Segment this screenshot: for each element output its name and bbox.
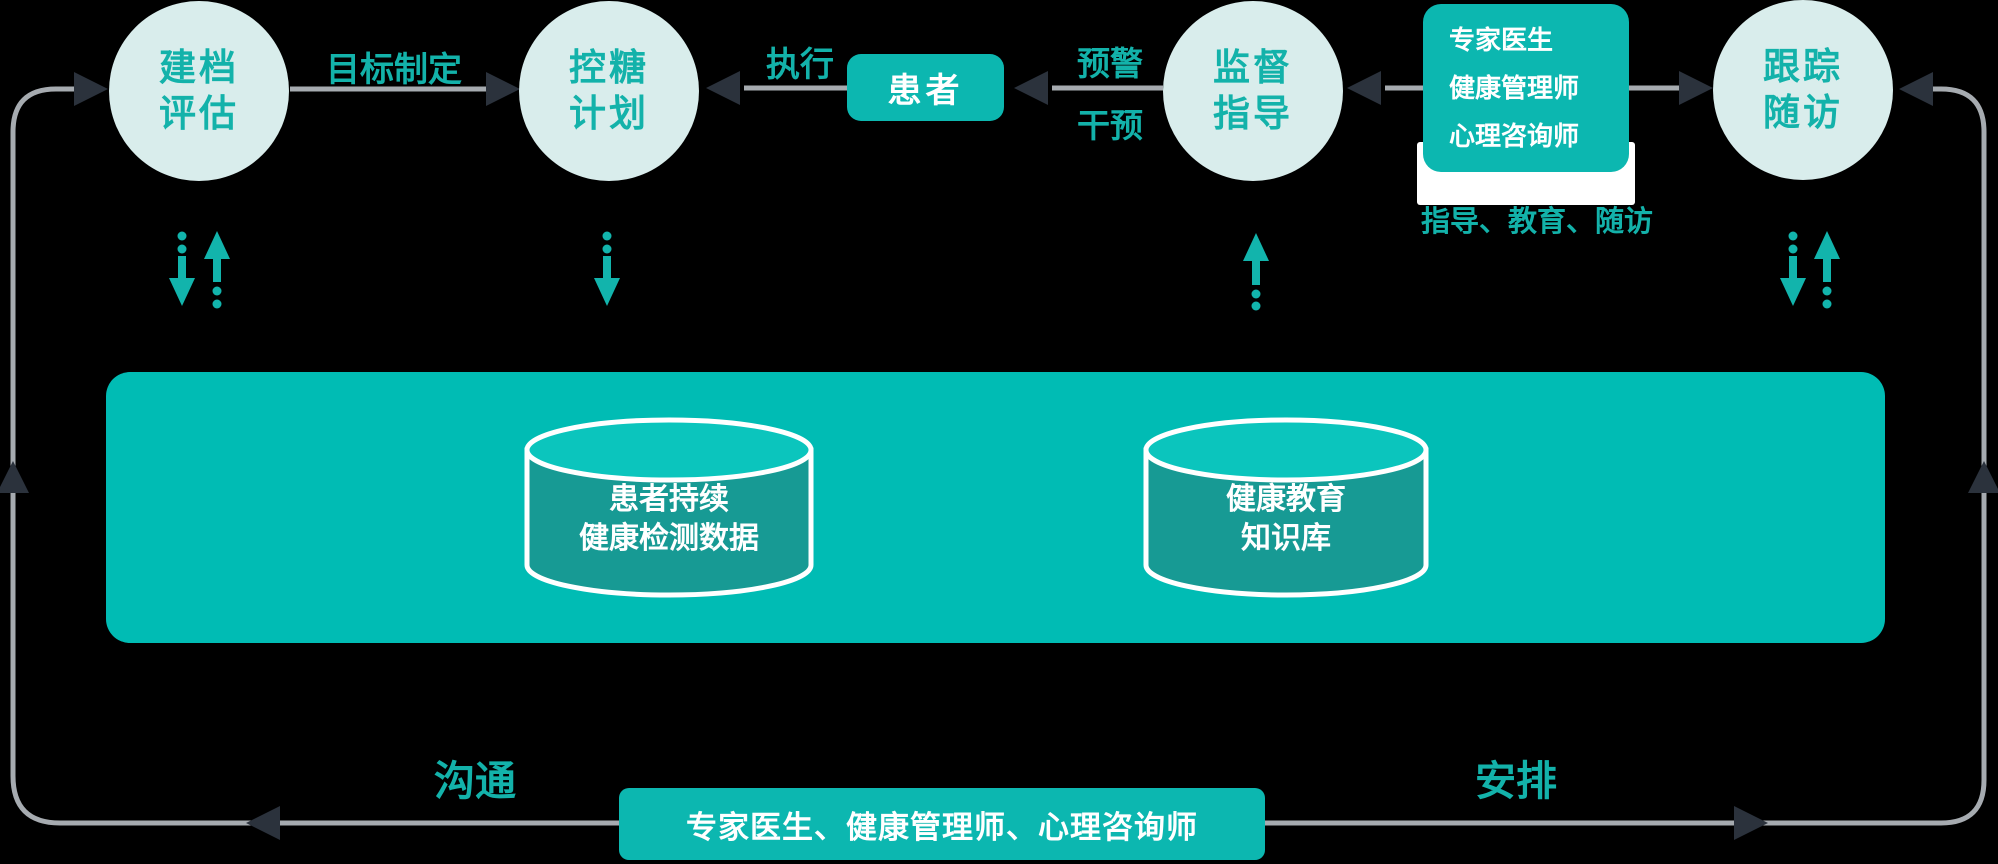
arrow-assessment-up [204, 231, 230, 309]
label-guide-educate-followup: 指导、教育、随访 [1420, 206, 1654, 238]
arrowhead-into-plan [486, 72, 520, 106]
label-intervene: 干预 [1077, 107, 1143, 144]
expert-team-line3: 心理咨询师 [1449, 121, 1580, 151]
arrowhead-execute [706, 71, 740, 105]
expert-team-line1: 专家医生 [1449, 25, 1554, 55]
label-goal-setting: 目标制定 [326, 51, 462, 89]
node-supervision: 监督 指导 [1163, 1, 1343, 181]
patient-box-label: 患者 [887, 72, 964, 110]
arrowhead-into-followup [1679, 71, 1713, 105]
database-knowledge-label: 健康教育 知识库 [1136, 480, 1436, 558]
database-monitor-label: 患者持续 健康检测数据 [519, 480, 819, 558]
expert-team-box: 专家医生 健康管理师 心理咨询师 [1423, 4, 1629, 172]
arrowhead-into-assessment [74, 72, 108, 106]
arrowhead-into-patient [1014, 71, 1048, 105]
database-knowledge-line2: 知识库 [1241, 522, 1331, 555]
arrow-supervision-up [1243, 233, 1269, 311]
expert-team-line2: 健康管理师 [1449, 73, 1580, 103]
arrowhead-arrange [1734, 806, 1768, 840]
patient-box: 患者 [847, 54, 1004, 121]
node-follow-up-line1: 跟踪 [1763, 46, 1843, 88]
database-monitor-line2: 健康检测数据 [579, 522, 759, 555]
node-sugar-plan-line1: 控糖 [569, 47, 649, 89]
node-supervision-line1: 监督 [1213, 47, 1293, 89]
label-communicate: 沟通 [434, 758, 516, 804]
expert-team-bottom-bar: 专家医生、健康管理师、心理咨询师 [619, 788, 1265, 860]
arrow-plan-down [594, 231, 620, 306]
arrowhead-right-into-followup [1899, 72, 1933, 106]
arrowhead-up-right-line [1968, 461, 1998, 493]
arrow-assessment-down [169, 231, 195, 306]
node-follow-up: 跟踪 随访 [1713, 0, 1893, 180]
arrowhead-into-supervision [1347, 71, 1381, 105]
node-assessment-line2: 评估 [159, 93, 239, 134]
node-supervision-line2: 指导 [1213, 93, 1293, 134]
node-assessment: 建档 评估 [109, 1, 289, 181]
arrow-followup-up [1814, 231, 1840, 309]
database-monitor-line1: 患者持续 [609, 483, 729, 516]
node-follow-up-line2: 随访 [1763, 92, 1843, 133]
node-sugar-plan-line2: 计划 [569, 93, 649, 134]
expert-team-bottom-bar-label: 专家医生、健康管理师、心理咨询师 [686, 809, 1198, 845]
arrowhead-communicate [246, 806, 280, 840]
node-sugar-plan: 控糖 计划 [519, 1, 699, 181]
data-platform-panel [106, 372, 1885, 643]
database-knowledge-line1: 健康教育 [1226, 483, 1346, 516]
label-execute: 执行 [766, 46, 834, 84]
arrow-followup-down [1780, 231, 1806, 306]
label-warning: 预警 [1077, 45, 1143, 82]
node-assessment-line1: 建档 [159, 47, 239, 89]
label-arrange: 安排 [1475, 758, 1557, 804]
arrowhead-up-left-line [0, 461, 29, 493]
